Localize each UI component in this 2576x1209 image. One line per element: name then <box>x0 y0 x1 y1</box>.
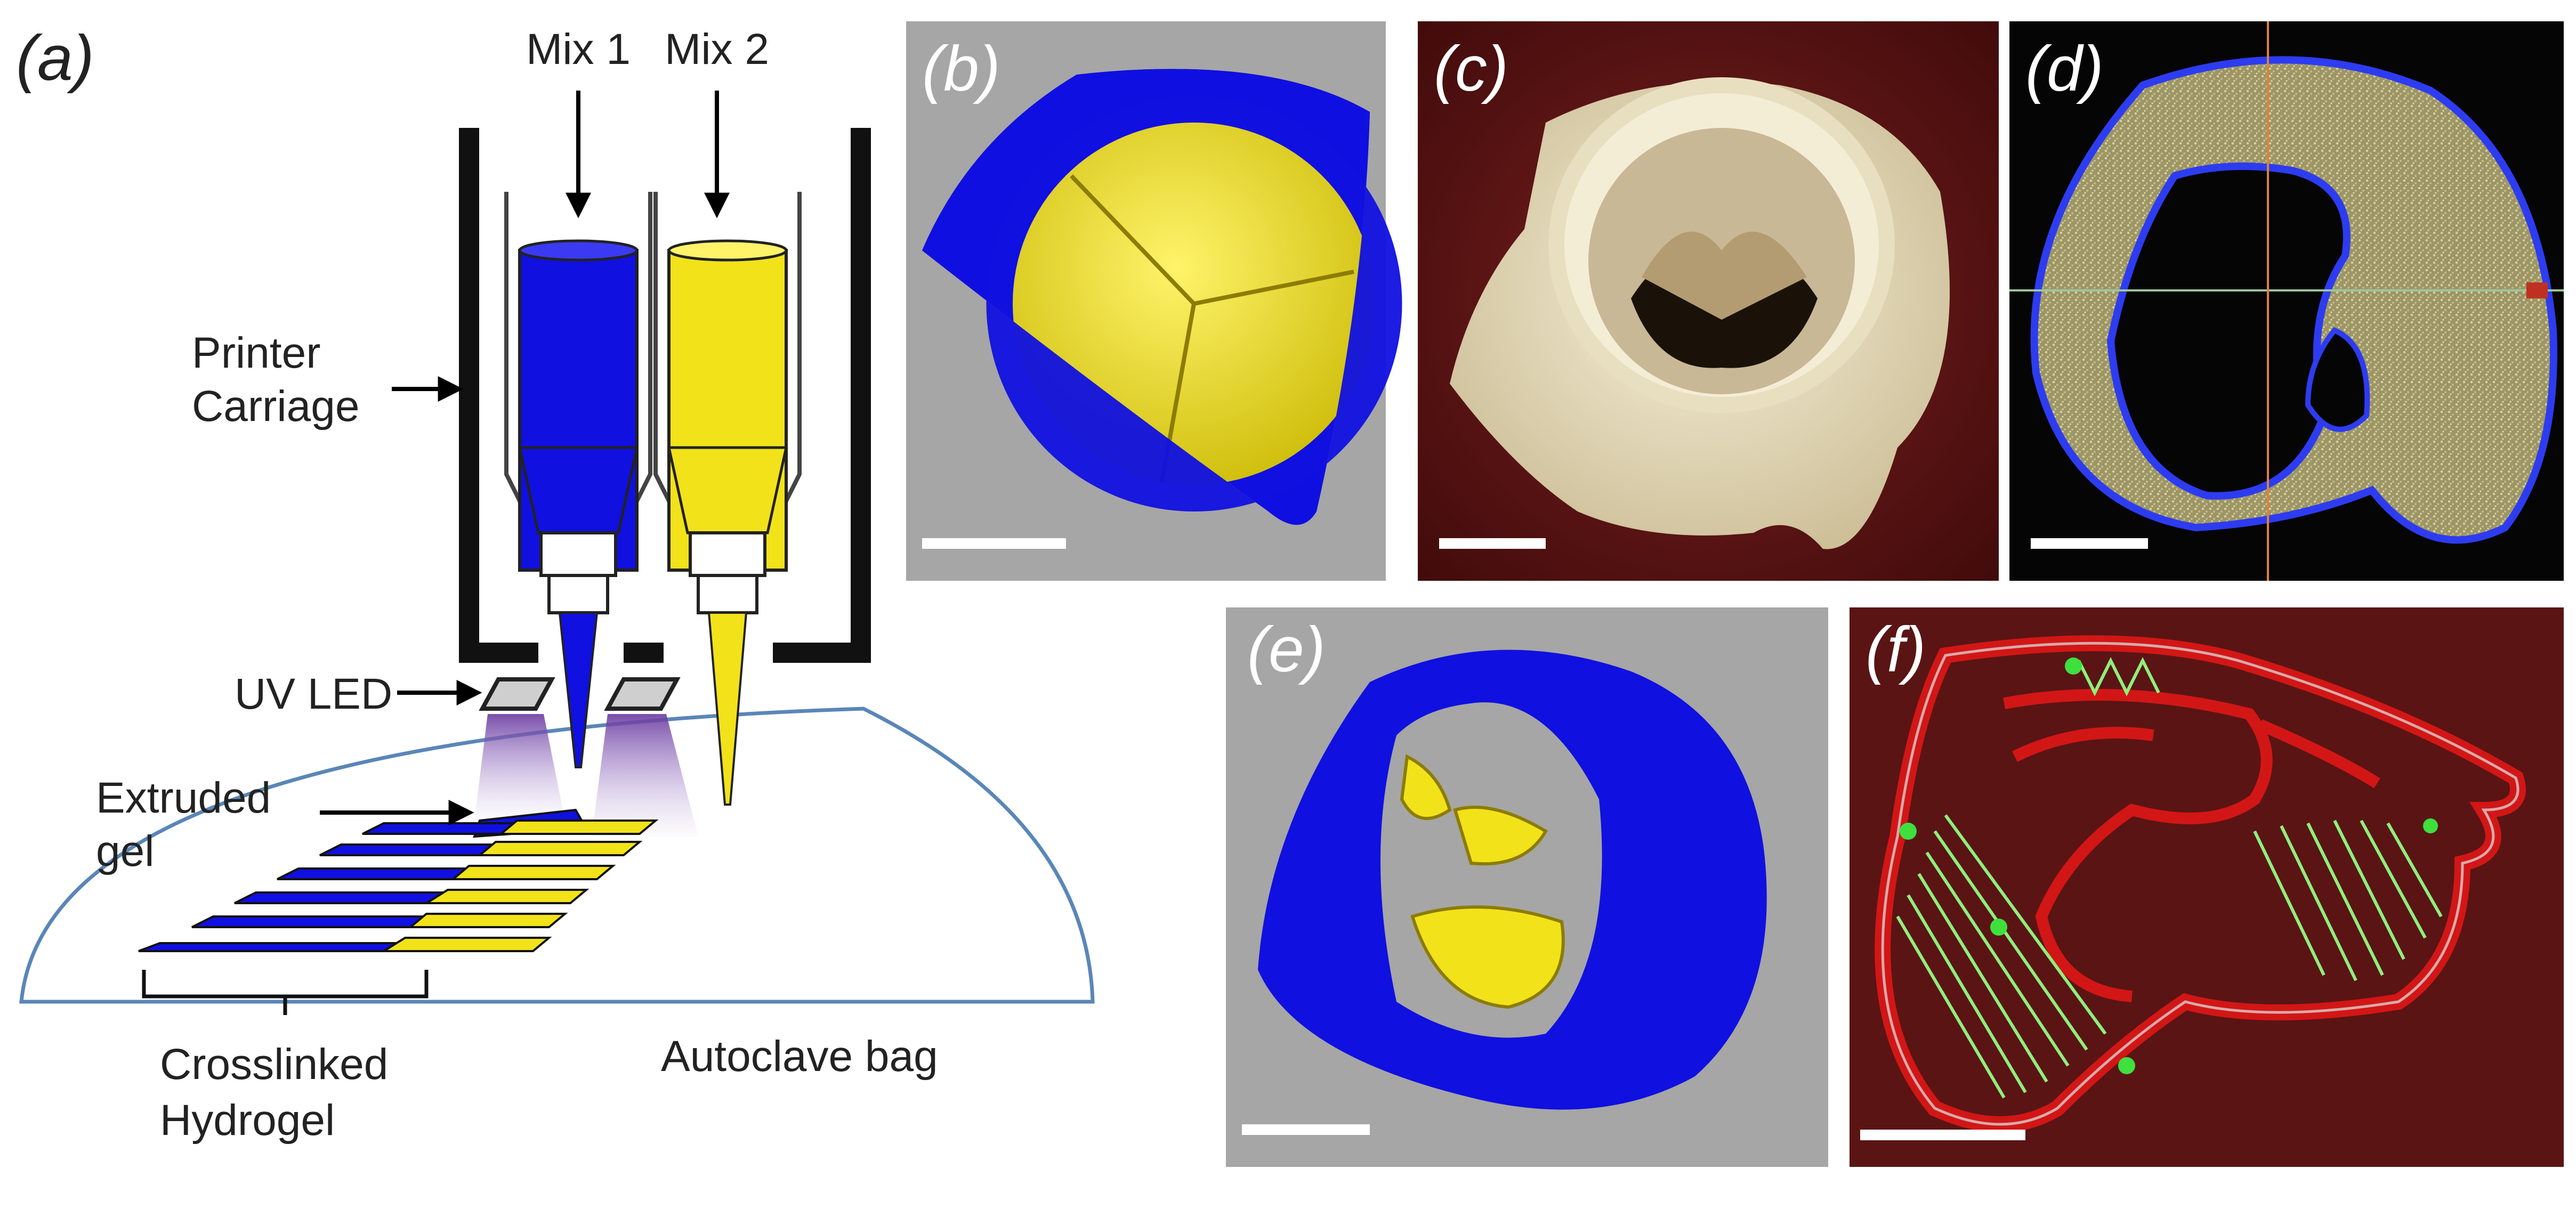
label-crosslinked-line2: Hydrogel <box>160 1096 335 1145</box>
scan-cross-section <box>2030 56 2557 544</box>
panel-f: (f) <box>1850 607 2564 1167</box>
label-crosslinked-line1: Crosslinked <box>160 1040 388 1089</box>
panel-b: (b) <box>906 21 1402 581</box>
toolpath-infill-right <box>2253 819 2443 981</box>
uv-led-right <box>592 677 698 837</box>
panel-b-label: (b) <box>922 33 1000 104</box>
toolpath-marker <box>2118 1057 2135 1074</box>
uv-led-left <box>474 677 565 821</box>
toolpath-marker <box>1990 919 2007 936</box>
crosslinked-hydrogel-layers <box>138 819 659 952</box>
panel-a-label: (a) <box>16 22 94 94</box>
printer-carriage-frame <box>459 128 871 663</box>
panel-a: (a) <box>16 22 1095 1145</box>
scan-valve-leaflets-upper <box>1400 754 1548 866</box>
toolpath-marker <box>2065 658 2082 675</box>
panel-e-label: (e) <box>1247 614 1326 685</box>
panel-c-label: (c) <box>1434 33 1508 104</box>
label-printer-line2: Carriage <box>192 382 359 431</box>
syringe-mix2 <box>653 192 802 806</box>
label-printer-line1: Printer <box>192 329 321 377</box>
panel-e: (e) <box>1226 607 1828 1167</box>
toolpath-inner-contour <box>2003 689 2380 1002</box>
label-mix1: Mix 1 <box>526 25 631 74</box>
label-mix2: Mix 2 <box>665 25 769 74</box>
toolpath-infill-left <box>1896 814 2107 1099</box>
syringe-mix1 <box>504 192 652 768</box>
scale-bar-d <box>2031 538 2148 549</box>
label-extruded-line1: Extruded <box>96 774 271 822</box>
label-autoclave-bag: Autoclave bag <box>661 1032 938 1081</box>
scale-bar-e <box>1242 1124 1370 1135</box>
scale-bar-f <box>1860 1130 2025 1140</box>
toolpath-marker <box>2423 818 2438 833</box>
panel-c: (c) <box>1418 21 1999 581</box>
label-extruded-line2: gel <box>96 827 154 875</box>
scan-valve-leaflets-lower <box>1410 905 1565 1009</box>
label-uv-led: UV LED <box>235 670 392 718</box>
toolpath-marker <box>1900 823 1917 840</box>
panel-d: (d) <box>2009 21 2564 581</box>
toolpath-infill-top <box>2077 657 2160 696</box>
scale-bar-b <box>922 538 1066 549</box>
panel-d-label: (d) <box>2025 33 2104 104</box>
scan-marker <box>2526 282 2548 298</box>
hydrogel-bracket <box>142 970 429 1015</box>
scale-bar-c <box>1439 538 1546 549</box>
scan-valve-ring <box>1258 650 1767 1110</box>
panel-f-label: (f) <box>1866 614 1926 685</box>
